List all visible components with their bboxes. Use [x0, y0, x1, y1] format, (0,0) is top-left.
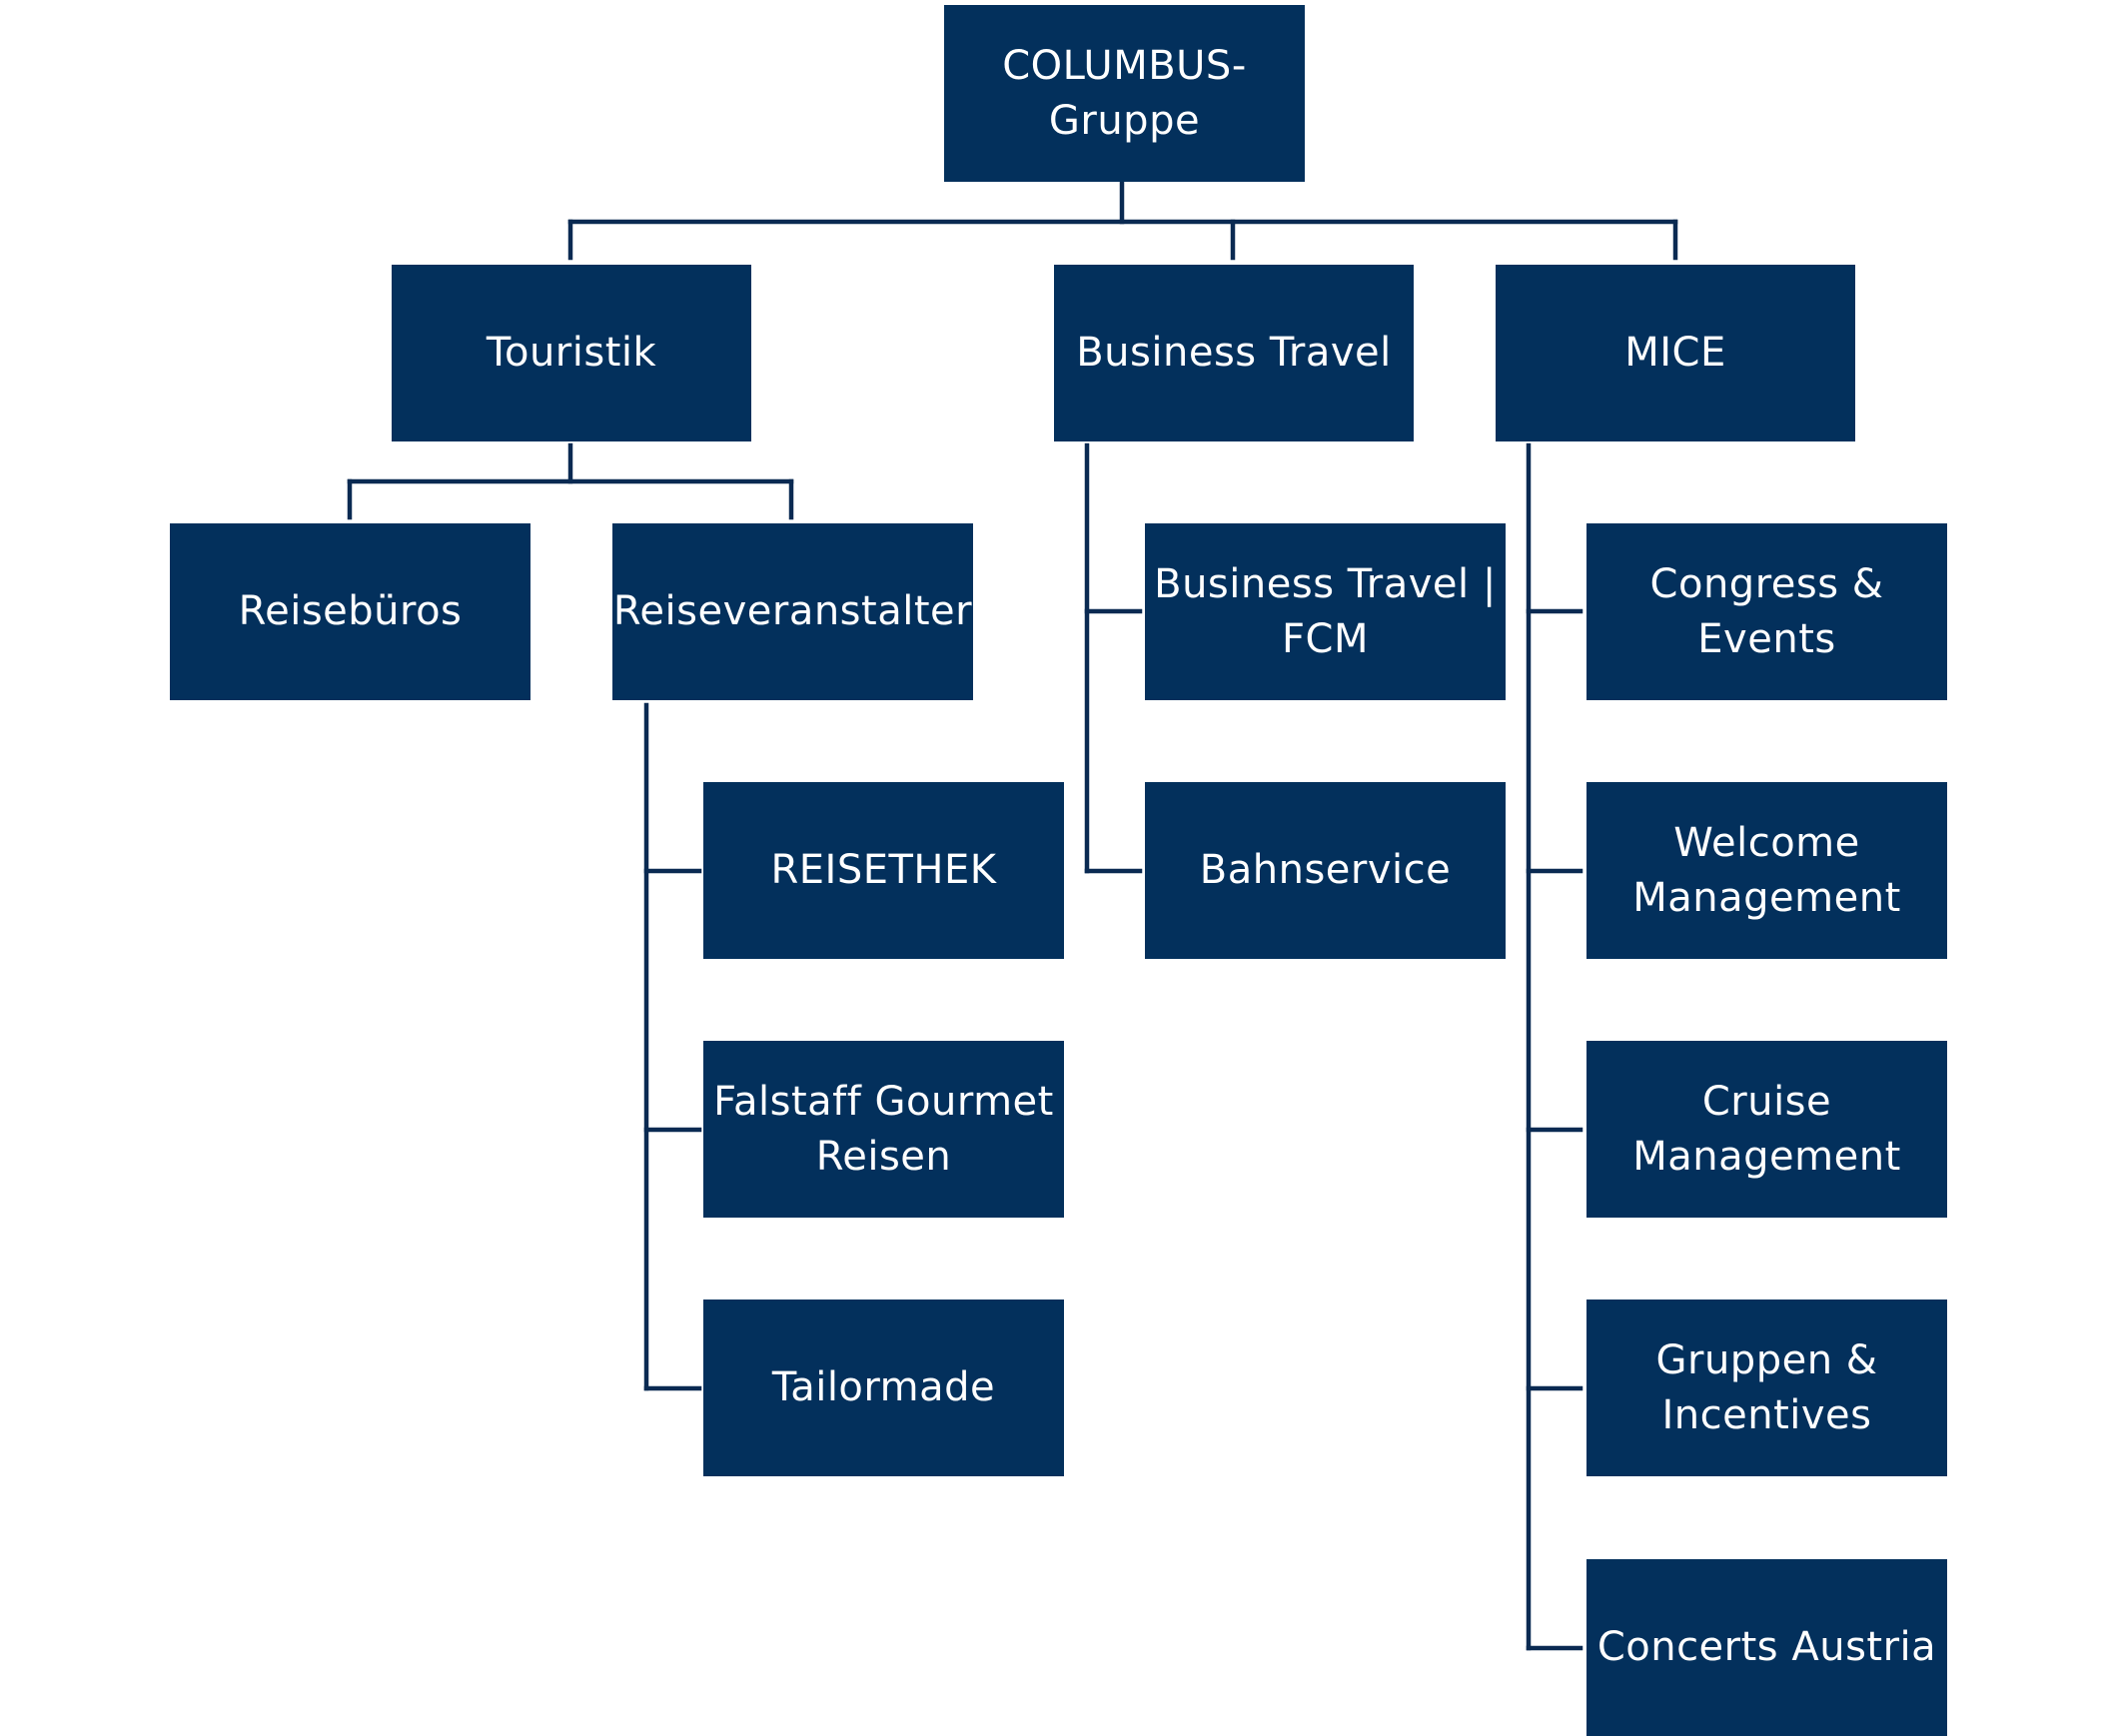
node-business-travel: Business Travel: [1054, 265, 1414, 441]
node-label: Business Travel: [1076, 330, 1392, 376]
node-reisethek: REISETHEK: [703, 782, 1064, 959]
node-reiseveranstalter: Reiseveranstalter: [612, 523, 973, 700]
node-label: COLUMBUS- Gruppe: [1002, 42, 1247, 144]
node-mice: MICE: [1496, 265, 1855, 441]
node-label: Welcome Management: [1632, 819, 1901, 921]
node-label: Reiseveranstalter: [612, 588, 973, 634]
node-welcome-management: Welcome Management: [1586, 782, 1947, 959]
node-label: Bahnservice: [1199, 847, 1452, 893]
node-label: Touristik: [486, 330, 657, 376]
node-label: REISETHEK: [770, 847, 997, 893]
node-bahnservice: Bahnservice: [1145, 782, 1506, 959]
node-falstaff-gourmet-reisen: Falstaff Gourmet Reisen: [703, 1041, 1064, 1218]
node-concerts-austria: Concerts Austria: [1586, 1559, 1947, 1736]
node-label: Cruise Management: [1632, 1078, 1901, 1180]
node-congress-events: Congress & Events: [1586, 523, 1947, 700]
node-label: Concerts Austria: [1596, 1624, 1937, 1670]
node-columbus-gruppe: COLUMBUS- Gruppe: [944, 5, 1305, 182]
node-label: Congress & Events: [1649, 560, 1884, 662]
node-cruise-management: Cruise Management: [1586, 1041, 1947, 1218]
node-business-travel-fcm: Business Travel | FCM: [1145, 523, 1506, 700]
node-label: Falstaff Gourmet Reisen: [713, 1078, 1054, 1180]
node-label: Business Travel | FCM: [1154, 560, 1497, 662]
node-tailormade: Tailormade: [703, 1300, 1064, 1476]
node-label: Reisebüros: [238, 588, 463, 634]
node-gruppen-incentives: Gruppen & Incentives: [1586, 1300, 1947, 1476]
node-label: Gruppen & Incentives: [1655, 1336, 1878, 1438]
node-reisebueros: Reisebüros: [170, 523, 530, 700]
node-label: Tailormade: [771, 1364, 996, 1410]
node-touristik: Touristik: [392, 265, 751, 441]
node-label: MICE: [1624, 330, 1726, 376]
